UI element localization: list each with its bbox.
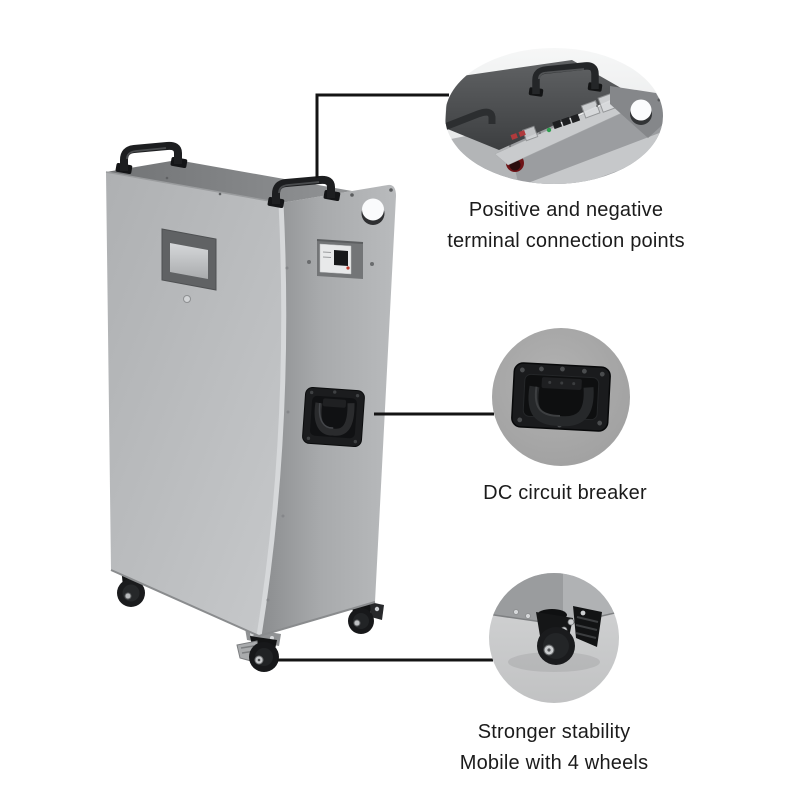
- callout-label-breaker: DC circuit breaker: [483, 478, 647, 509]
- edge-screw: [285, 266, 289, 270]
- edge-screw: [281, 514, 285, 518]
- top-handle-right: [267, 175, 341, 208]
- cabinet-top-face: [106, 160, 352, 203]
- detail-top-handle-left: [445, 108, 496, 132]
- detail-view-breaker: [492, 328, 630, 466]
- callout-label-wheels: Stronger stability Mobile with 4 wheels: [460, 717, 649, 779]
- top-screw: [218, 192, 222, 196]
- side-handle: [302, 387, 365, 448]
- top-screw: [165, 176, 169, 180]
- bottom-edge: [110, 569, 376, 638]
- callout-label-terminals: Positive and negative terminal connectio…: [447, 195, 685, 257]
- detail-view-terminals: [445, 48, 663, 184]
- top-front-edge: [105, 171, 282, 204]
- detail-top-handle: [528, 62, 603, 97]
- battery-cabinet: [105, 141, 396, 672]
- callout-label-breaker-line1: DC circuit breaker: [483, 482, 647, 504]
- circuit-breaker-panel: [307, 239, 374, 279]
- side-plate-hole: [610, 86, 663, 138]
- detail-folding-handle: [511, 362, 611, 432]
- edge-screw: [286, 410, 290, 414]
- cabinet-front-face: [106, 172, 284, 636]
- detail-view-wheel: [489, 573, 619, 703]
- display-screen: [161, 228, 217, 291]
- callout-label-wheels-line2: Mobile with 4 wheels: [459, 752, 649, 774]
- callout-label-terminals-line2: terminal connection points: [447, 230, 685, 252]
- edge-screw: [266, 598, 270, 602]
- callout-line-terminals: [315, 93, 449, 178]
- callout-label-terminals-line1: Positive and negative: [468, 199, 664, 221]
- detail-caster-wheel: [536, 609, 575, 665]
- front-button: [183, 295, 191, 303]
- terminal-connection-points: [509, 91, 620, 147]
- callout-label-wheels-line1: Stronger stability: [477, 721, 631, 743]
- top-handle-left: [115, 141, 188, 174]
- cabinet-corner-edge: [256, 202, 287, 637]
- detail-brake-pedal: [573, 606, 602, 647]
- mounting-bracket-hole: [350, 188, 393, 225]
